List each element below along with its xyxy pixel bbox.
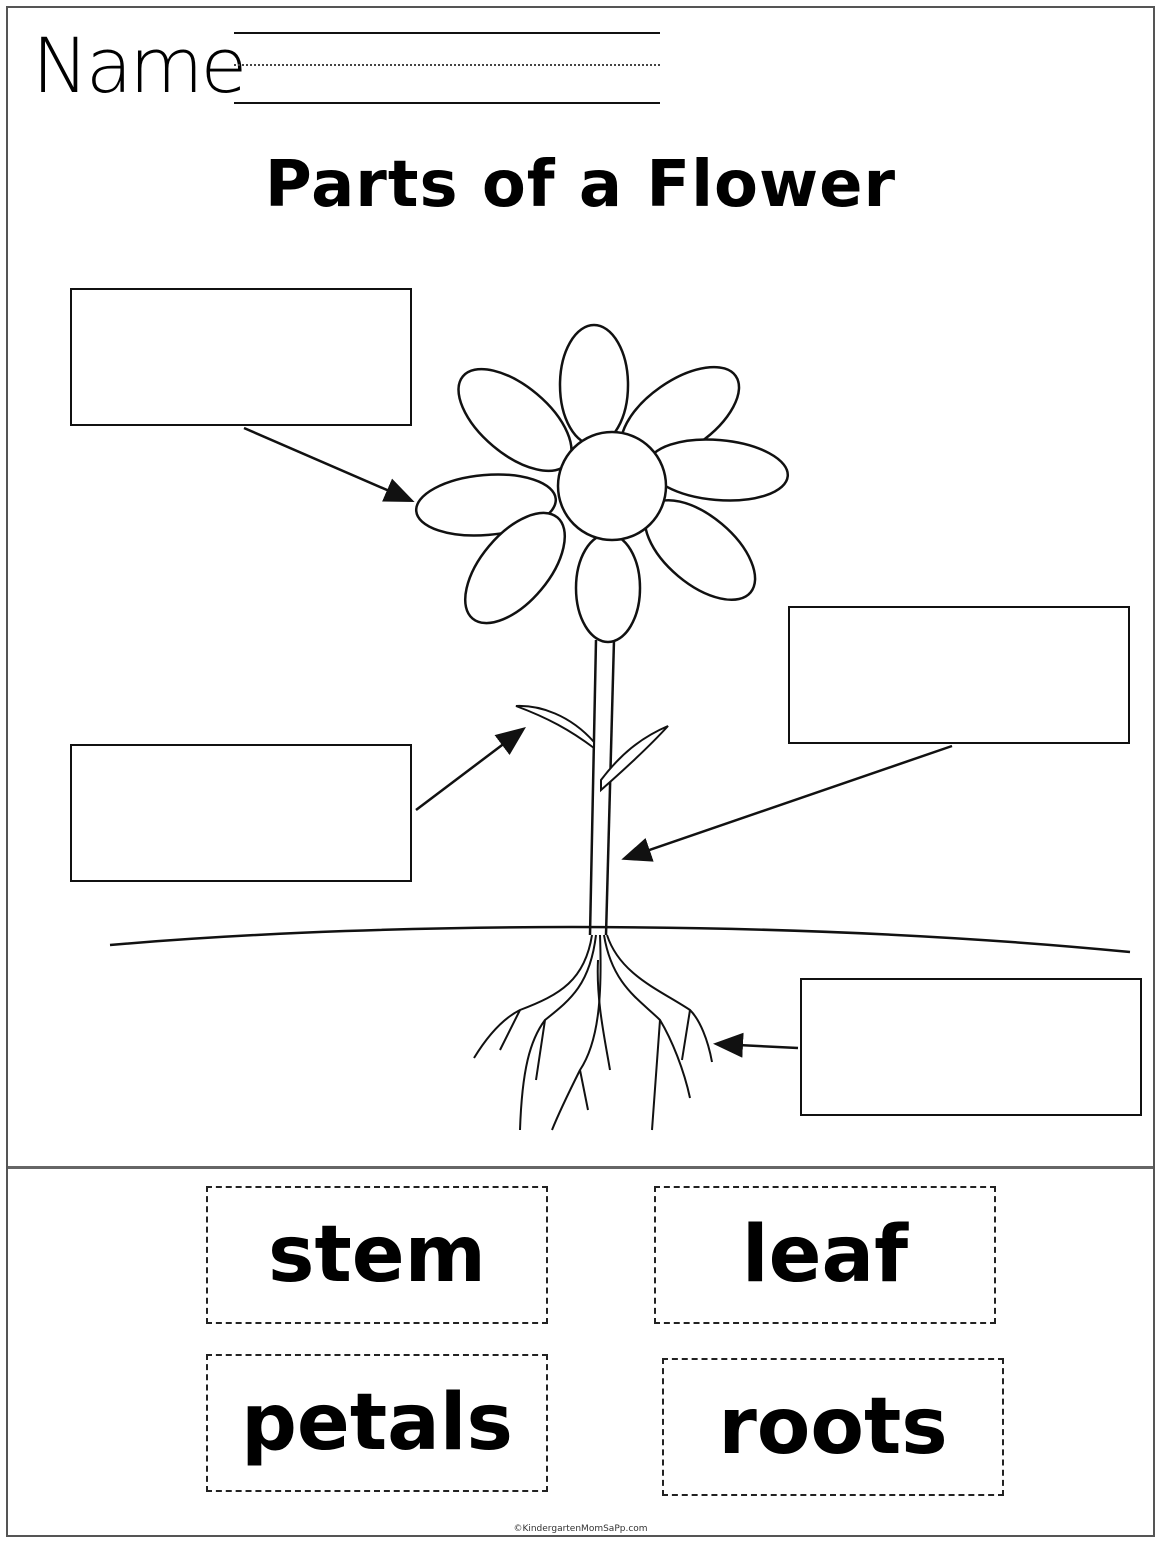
ground-line bbox=[110, 927, 1130, 952]
arrow-petals bbox=[244, 428, 410, 500]
petal bbox=[646, 434, 791, 506]
petal bbox=[576, 534, 640, 642]
arrow-stem bbox=[626, 746, 952, 858]
arrow-roots bbox=[718, 1044, 798, 1048]
arrow-leaf bbox=[416, 730, 522, 810]
flower-center bbox=[558, 432, 666, 540]
petal bbox=[560, 325, 628, 445]
leaf bbox=[516, 706, 594, 748]
flower-head bbox=[414, 325, 791, 642]
roots bbox=[474, 935, 712, 1130]
